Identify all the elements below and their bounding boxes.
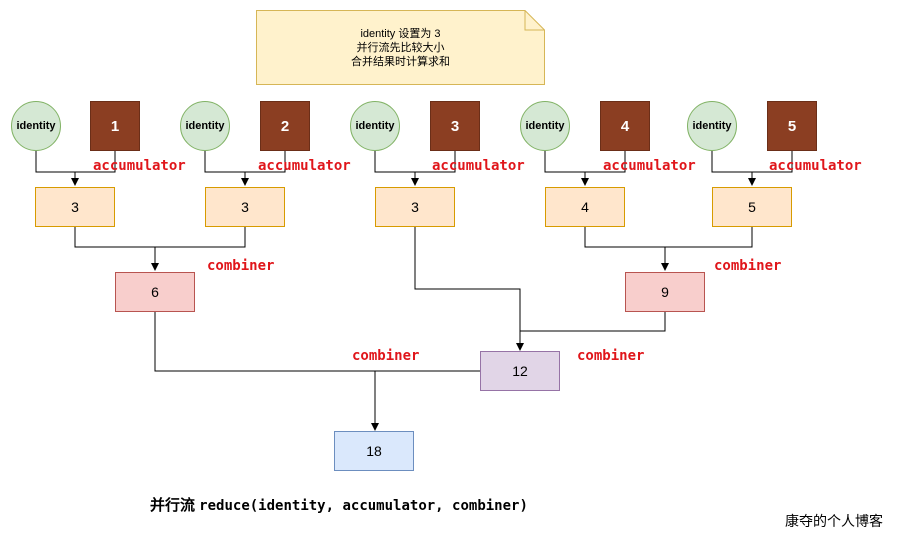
edge-element-2 [245,151,286,173]
edge-combine-9 [584,227,753,270]
partial-result-node: 3 [35,187,115,227]
combiner-label: combiner [207,258,275,274]
edge-combine-6 [74,227,246,270]
diagram-caption: 并行流 reduce(identity, accumulator, combin… [150,497,528,515]
note-line: 并行流先比较大小 [356,42,445,54]
edge-element-1 [75,151,116,173]
element-node: 1 [90,101,140,151]
combiner-label: combiner [352,348,420,364]
element-node: 2 [260,101,310,151]
identity-node: identity [350,101,400,151]
accumulator-label: accumulator [93,158,186,174]
edge-identity-5 [711,151,756,186]
combined-node: 12 [480,351,560,391]
explanation-note: identity 设置为 3 并行流先比较大小 合并结果时计算求和 [256,10,545,85]
element-node: 4 [600,101,650,151]
combined-node: 9 [625,272,705,312]
blog-watermark: 康夺的个人博客 [785,513,883,529]
combiner-label: combiner [714,258,782,274]
partial-result-node: 4 [545,187,625,227]
note-line: 合并结果时计算求和 [351,56,450,68]
element-node: 5 [767,101,817,151]
edge-combine-12 [414,227,524,351]
edge-combine-12b [520,312,666,332]
edge-element-4 [585,151,626,173]
edge-element-5 [752,151,793,173]
final-result-node: 18 [334,431,414,471]
note-text: identity 设置为 3 并行流先比较大小 合并结果时计算求和 [256,27,545,69]
accumulator-label: accumulator [258,158,351,174]
accumulator-label: accumulator [769,158,862,174]
edge-element-3 [415,151,456,173]
caption-prefix: 并行流 [150,497,200,514]
caption-code: reduce(identity, accumulator, combiner) [199,498,528,514]
edge-identity-3 [374,151,419,186]
edge-identity-2 [204,151,249,186]
identity-node: identity [520,101,570,151]
identity-node: identity [687,101,737,151]
note-line: identity 设置为 3 [360,28,441,40]
note-shape [256,10,545,85]
accumulator-label: accumulator [432,158,525,174]
combined-node: 6 [115,272,195,312]
element-node: 3 [430,101,480,151]
combiner-label: combiner [577,348,645,364]
identity-node: identity [11,101,61,151]
edge-identity-1 [35,151,79,186]
partial-result-node: 3 [375,187,455,227]
partial-result-node: 3 [205,187,285,227]
accumulator-label: accumulator [603,158,696,174]
edge-identity-4 [544,151,589,186]
partial-result-node: 5 [712,187,792,227]
edge-combine-18 [154,312,480,430]
identity-node: identity [180,101,230,151]
